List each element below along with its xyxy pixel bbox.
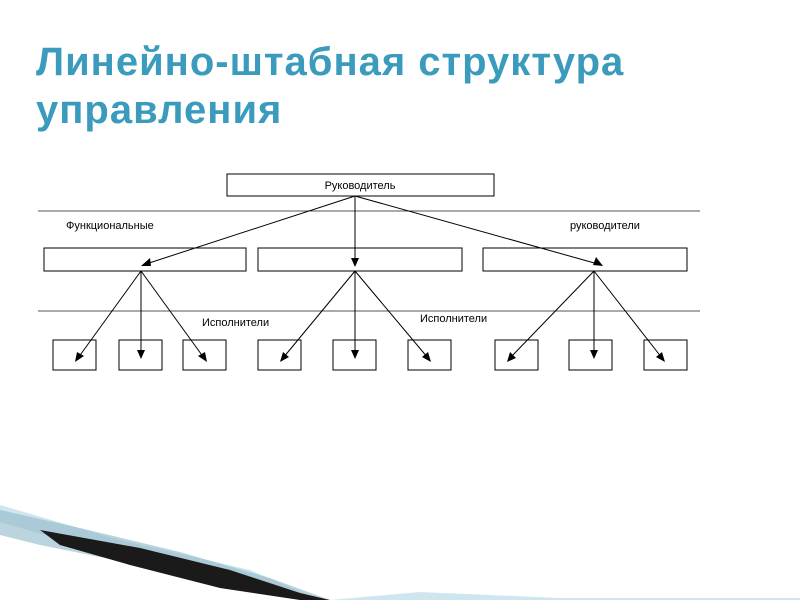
executor-box xyxy=(643,339,688,371)
slide-title: Линейно-штабная структура управления xyxy=(36,40,625,132)
executors-label: Исполнители xyxy=(420,313,487,325)
functional-manager-box xyxy=(482,247,688,272)
executor-box xyxy=(52,339,97,371)
functional-manager-box xyxy=(43,247,247,272)
managers-to-executors-arrows xyxy=(75,270,665,362)
functional-manager-box xyxy=(257,247,463,272)
head-label: Руководитель xyxy=(325,180,396,192)
head-to-managers-arrows xyxy=(141,195,603,267)
functional-label-left: Функциональные xyxy=(66,220,154,232)
executor-box xyxy=(568,339,613,371)
functional-label-right: руководители xyxy=(570,220,640,232)
executor-box xyxy=(407,339,452,371)
executors-label: Исполнители xyxy=(202,317,269,329)
head-box xyxy=(226,173,495,197)
executor-box xyxy=(494,339,539,371)
